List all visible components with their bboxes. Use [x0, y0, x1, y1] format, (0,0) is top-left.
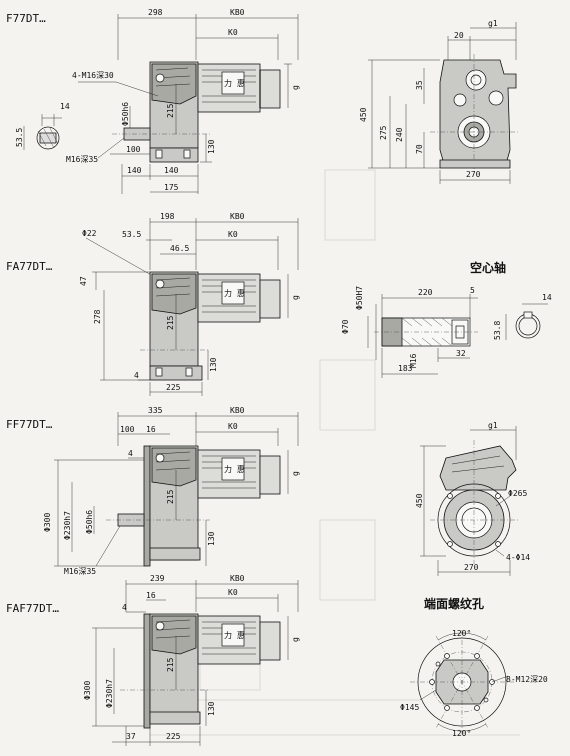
- dim-f77-175: 175: [164, 183, 179, 192]
- dim-hollow-32: 32: [456, 349, 466, 358]
- dim-f77-kb0: KB0: [230, 8, 245, 17]
- dim-hollow-14: 14: [542, 293, 552, 302]
- badge-ff77: 力 惠: [224, 464, 245, 474]
- dim-fa77-g: g: [291, 295, 300, 300]
- dim-ff77-335: 335: [148, 406, 163, 415]
- dim-hollow-5: 5: [470, 286, 475, 295]
- dim-ffside-270: 270: [464, 563, 479, 572]
- dim-ff77-phi230: Φ230h7: [63, 511, 72, 540]
- dim-fa77-k0: K0: [228, 230, 238, 239]
- dim-fa77-278: 278: [93, 309, 102, 324]
- dim-f77-14: 14: [60, 102, 70, 111]
- dim-ff77-kb0: KB0: [230, 406, 245, 415]
- dim-fa77-46-5: 46.5: [170, 244, 189, 253]
- dim-hollow-phi70: Φ70: [341, 319, 350, 334]
- dim-faf77-phi300: Φ300: [83, 681, 92, 700]
- section-faf77: FAF77DT… 239 KB0 16 K0 4 力 惠 g: [6, 574, 300, 746]
- label-f77-m16: M16深35: [66, 155, 98, 164]
- dim-faf77-kb0: KB0: [230, 574, 245, 583]
- dim-f77-215: 215: [166, 103, 175, 118]
- dim-faf77-37: 37: [126, 732, 136, 741]
- dim-fa77-4: 4: [134, 371, 139, 380]
- dim-ff77-phi50: Φ50h6: [85, 510, 94, 534]
- dim-hollow-phi50h7: Φ50H7: [355, 286, 364, 310]
- dim-fa77-215: 215: [166, 315, 175, 330]
- dim-ff77-g: g: [291, 471, 300, 476]
- section-ff77: FF77DT… 335 KB0 100 16 K0 4 力 惠: [6, 406, 300, 576]
- dim-fa77-53-5: 53.5: [122, 230, 141, 239]
- dim-end-face-phi145: Φ145: [400, 703, 419, 712]
- heading-f77: F77DT…: [6, 12, 46, 25]
- dim-side-35: 35: [415, 80, 424, 90]
- dim-hollow-53-8: 53.8: [493, 321, 502, 340]
- badge-faf77: 力 惠: [224, 630, 245, 640]
- heading-hollow-shaft: 空心轴: [470, 260, 506, 275]
- section-end-face: 端面螺纹孔 120° 120° Φ145 8-M12深20: [400, 596, 548, 738]
- dim-side-240: 240: [395, 127, 404, 142]
- dim-f77-140b: 140: [164, 166, 179, 175]
- dim-f77-130: 130: [207, 139, 216, 154]
- dim-side-g1: g1: [488, 19, 498, 28]
- label-ff77-m16: M16深35: [64, 567, 96, 576]
- dim-hollow-m16: M16: [409, 353, 418, 368]
- dim-side-270: 270: [466, 170, 481, 179]
- dim-faf77-239: 239: [150, 574, 165, 583]
- dim-f77-100: 100: [126, 145, 141, 154]
- label-f77-thread-top: 4-M16深30: [72, 71, 114, 80]
- dim-ff77-4: 4: [128, 449, 133, 458]
- heading-ff77: FF77DT…: [6, 418, 53, 431]
- dim-f77-53-5: 53.5: [15, 128, 24, 147]
- heading-faf77: FAF77DT…: [6, 602, 59, 615]
- dim-f77-phi50: Φ50h6: [121, 102, 130, 126]
- dim-ffside-450: 450: [415, 493, 424, 508]
- dim-faf77-225: 225: [166, 732, 181, 741]
- dim-faf77-k0: K0: [228, 588, 238, 597]
- dim-ff77-215: 215: [166, 489, 175, 504]
- dim-faf77-130: 130: [207, 701, 216, 716]
- section-ff77-side: g1 450 Φ265 4-Φ14 270: [415, 421, 530, 576]
- dim-side-450: 450: [359, 107, 368, 122]
- angle-end-face-bottom: 120°: [452, 729, 471, 738]
- dim-fa77-47: 47: [79, 276, 88, 286]
- dim-f77-k0: K0: [228, 28, 238, 37]
- dim-ff77-130: 130: [207, 531, 216, 546]
- dim-ff77-k0: K0: [228, 422, 238, 431]
- label-end-face-thread: 8-M12深20: [506, 675, 548, 684]
- dim-f77-g: g: [291, 85, 300, 90]
- dim-hollow-220: 220: [418, 288, 433, 297]
- dim-faf77-phi230: Φ230h7: [105, 679, 114, 708]
- dim-side-20: 20: [454, 31, 464, 40]
- heading-fa77: FA77DT…: [6, 260, 53, 273]
- dim-ffside-g1: g1: [488, 421, 498, 430]
- dim-ff77-100: 100: [120, 425, 135, 434]
- dim-faf77-16: 16: [146, 591, 156, 600]
- dim-faf77-g: g: [291, 637, 300, 642]
- dim-fa77-130: 130: [209, 357, 218, 372]
- badge-f77: 力 惠: [224, 78, 245, 88]
- dim-fa77-225: 225: [166, 383, 181, 392]
- label-ffside-holes: 4-Φ14: [506, 553, 530, 562]
- dim-side-70: 70: [415, 144, 424, 154]
- dim-side-275: 275: [379, 125, 388, 140]
- section-hollow-shaft: 空心轴 220 5 Φ50H7 Φ70 M16 32 183: [341, 260, 552, 378]
- dim-faf77-4: 4: [122, 603, 127, 612]
- angle-end-face-top: 120°: [452, 629, 471, 638]
- dim-f77-140a: 140: [127, 166, 142, 175]
- section-fa77: FA77DT… 198 KB0 K0 53.5 46.5 Φ22: [6, 212, 300, 396]
- dim-ff77-phi300: Φ300: [43, 513, 52, 532]
- dim-ffside-phi265: Φ265: [508, 489, 527, 498]
- dim-fa77-phi22: Φ22: [82, 229, 97, 238]
- dim-ff77-16: 16: [146, 425, 156, 434]
- badge-fa77: 力 惠: [224, 288, 245, 298]
- section-f77: F77DT… 298 KB0 K0 力 惠: [6, 8, 300, 194]
- heading-end-face: 端面螺纹孔: [424, 596, 484, 611]
- dim-faf77-215: 215: [166, 657, 175, 672]
- dim-f77-298: 298: [148, 8, 163, 17]
- dim-fa77-198: 198: [160, 212, 175, 221]
- section-f77-side: 20 g1 450 275 240 35 70 270: [359, 19, 520, 184]
- dim-hollow-183: 183: [398, 364, 413, 373]
- dim-fa77-kb0: KB0: [230, 212, 245, 221]
